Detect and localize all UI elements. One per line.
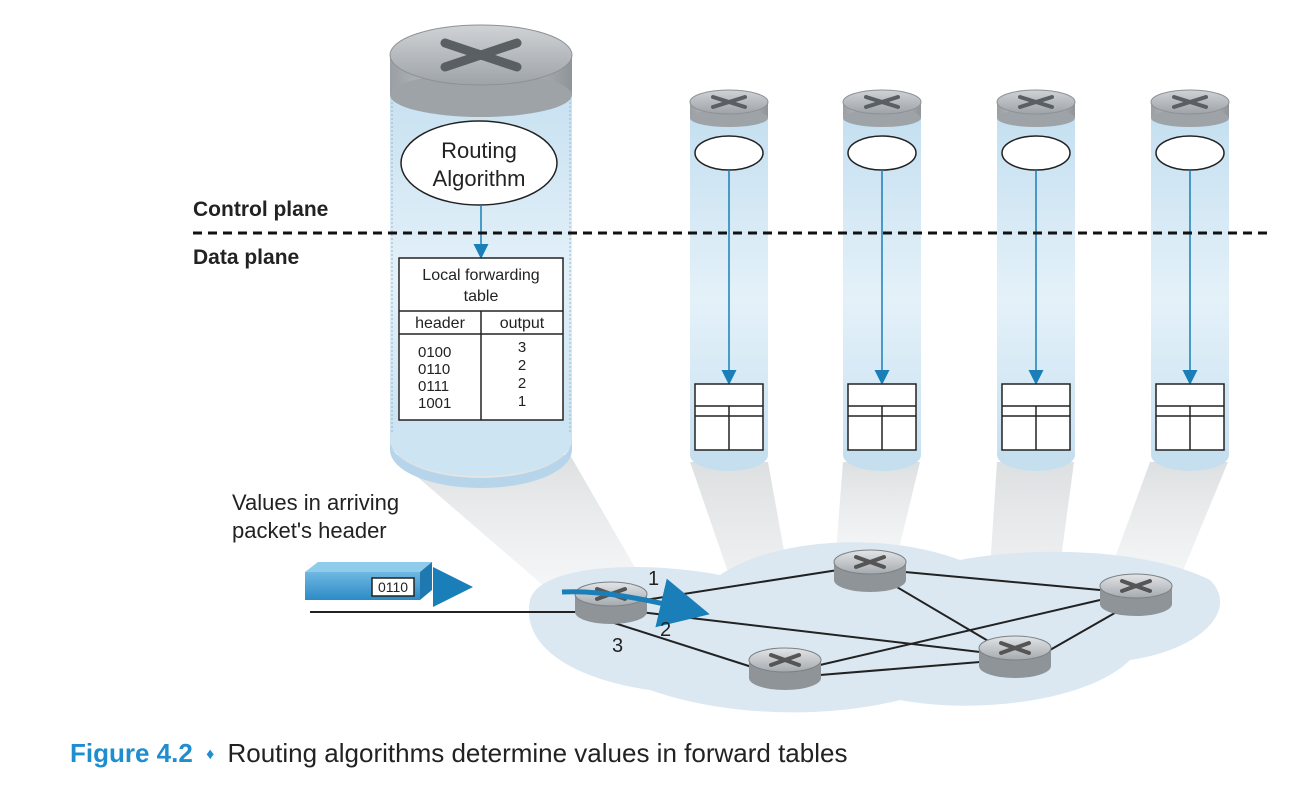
routing-algorithm-ellipse <box>847 135 917 171</box>
table-cell-header: 0110 <box>418 361 450 378</box>
router-main <box>574 581 648 624</box>
table-col-header: header <box>415 315 465 332</box>
forwarding-table-icon <box>1155 383 1225 451</box>
router-x-icon <box>864 95 900 109</box>
arriving-packet: 0110 <box>305 562 432 600</box>
routing-algorithm-ellipse <box>694 135 764 171</box>
figure-number: Figure 4.2 <box>70 738 193 768</box>
control-plane-label: Control plane <box>193 198 328 221</box>
routing-algorithm-ellipse <box>1155 135 1225 171</box>
interface-3-label: 3 <box>612 635 623 657</box>
link-r2-r4 <box>884 579 996 646</box>
router-2 <box>833 549 907 592</box>
forwarding-table-icon <box>847 383 917 451</box>
link-r3-r4 <box>819 661 981 676</box>
local-forwarding-table <box>398 257 564 421</box>
router-x-icon <box>769 653 801 667</box>
router-x-icon <box>1172 95 1208 109</box>
data-plane-label: Data plane <box>193 246 299 269</box>
router-5 <box>1099 573 1173 616</box>
routing-algorithm-ellipse <box>1001 135 1071 171</box>
table-title-line1: Local forwarding <box>422 267 539 284</box>
packet-path-arrow <box>561 578 710 628</box>
interface-1-label: 1 <box>648 568 659 590</box>
beam-main <box>392 455 648 600</box>
routing-algorithm-label-line1: Routing <box>441 138 517 163</box>
table-cell-output: 2 <box>518 375 526 392</box>
router-x-icon <box>711 95 747 109</box>
table-cell-header: 0100 <box>418 344 451 361</box>
table-cell-output: 1 <box>518 393 526 410</box>
table-cell-output: 2 <box>518 357 526 374</box>
interface-2-label: 2 <box>660 619 671 641</box>
figure-caption: Figure 4.2 ♦ Routing algorithms determin… <box>70 738 847 769</box>
router-3 <box>748 647 822 690</box>
caption-bullet-icon: ♦ <box>206 746 215 763</box>
arriving-header-label-line1: Values in arriving <box>232 490 399 515</box>
table-rows: 0100 0110 0111 1001 3 2 2 1 <box>418 339 526 412</box>
forwarding-table-icon <box>694 383 764 451</box>
network-links <box>310 569 1121 676</box>
router-cylinder-4 <box>996 89 1076 471</box>
routing-algorithm-bubble <box>400 120 558 206</box>
router-cylinder-3 <box>842 89 922 471</box>
link-r3-r5 <box>819 599 1101 666</box>
caption-text: Routing algorithms determine values in f… <box>227 738 848 768</box>
beam-3 <box>835 462 920 565</box>
table-title-line2: table <box>464 288 499 305</box>
arriving-header-label-line2: packet's header <box>232 518 387 543</box>
router-cylinder-2 <box>689 89 769 471</box>
table-col-output: output <box>500 315 545 332</box>
link-r2-r5 <box>904 571 1101 591</box>
router-4 <box>978 635 1052 678</box>
router-x-icon <box>999 641 1031 655</box>
link-r1-r3 <box>604 619 756 669</box>
table-cell-output: 3 <box>518 339 526 356</box>
table-cell-header: 0111 <box>418 378 449 395</box>
forwarding-table-icon <box>1001 383 1071 451</box>
router-x-icon <box>440 38 522 72</box>
table-cell-header: 1001 <box>418 395 451 412</box>
routing-algorithm-label-line2: Algorithm <box>433 166 526 191</box>
beam-5 <box>1105 462 1228 590</box>
packet-header-value: 0110 <box>378 579 408 595</box>
router-x-icon <box>854 555 886 569</box>
link-r4-r5 <box>1049 609 1121 651</box>
router-cylinder-5 <box>1150 89 1230 471</box>
router-x-icon <box>1018 95 1054 109</box>
router-x-icon <box>1120 579 1152 593</box>
